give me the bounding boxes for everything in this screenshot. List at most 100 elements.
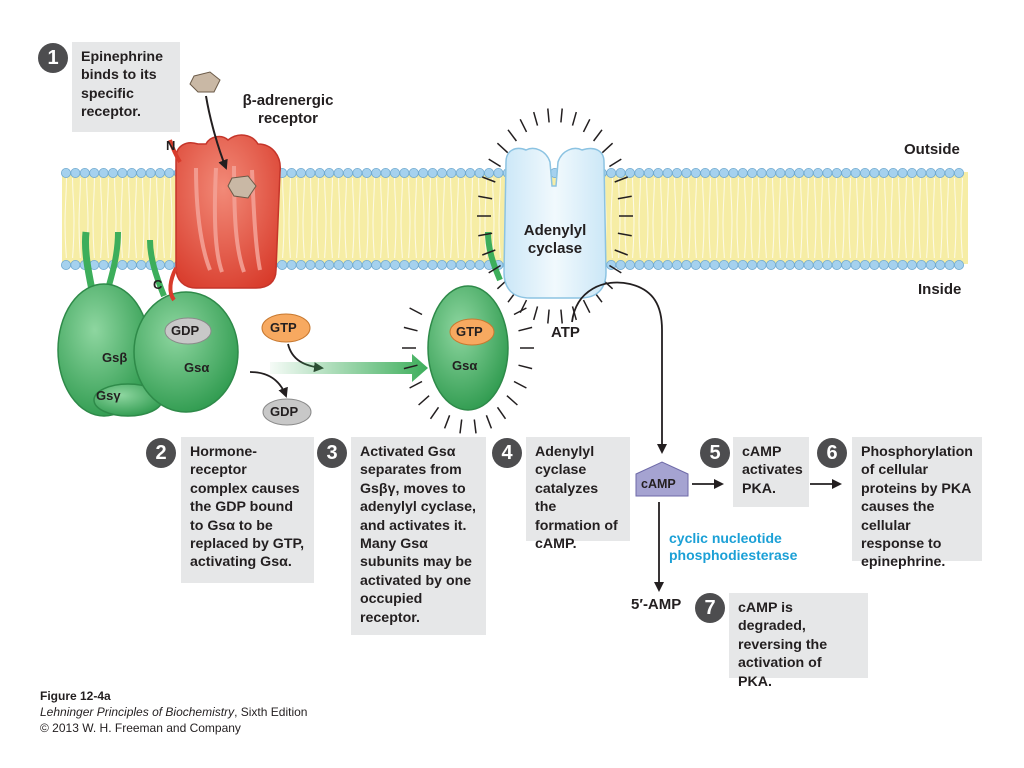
epinephrine-free bbox=[189, 71, 221, 93]
g-beta-label: Gsβ bbox=[102, 350, 128, 365]
step-text-2: Hormone-receptor complex causes the GDP … bbox=[181, 437, 314, 583]
activation-glow-ray bbox=[582, 299, 591, 314]
gdp-bound-badge bbox=[164, 317, 212, 345]
lipid-head bbox=[399, 259, 410, 270]
lipid-head bbox=[295, 167, 306, 178]
activation-glow-ray bbox=[473, 419, 477, 434]
lipid-head bbox=[408, 167, 419, 178]
lipid-head bbox=[446, 167, 457, 178]
lipid-head bbox=[944, 167, 955, 178]
activation-glow-ray bbox=[547, 108, 550, 123]
activation-glow-ray bbox=[482, 249, 496, 256]
lipid-head bbox=[794, 259, 805, 270]
lipid-head bbox=[954, 259, 965, 270]
lipid-head bbox=[681, 167, 692, 178]
lipid-head bbox=[888, 259, 899, 270]
lipid-head bbox=[333, 167, 344, 178]
lipid-head bbox=[662, 167, 673, 178]
lipid-head bbox=[756, 259, 767, 270]
lipid-head bbox=[700, 167, 711, 178]
lipid-head bbox=[860, 259, 871, 270]
lipid-head bbox=[371, 259, 382, 270]
lipid-head bbox=[737, 259, 748, 270]
step-text-7: cAMP is degraded, reversing the activati… bbox=[729, 593, 868, 690]
activation-glow-ray bbox=[485, 415, 493, 429]
activation-glow-ray bbox=[418, 395, 430, 406]
lipid-head bbox=[314, 259, 325, 270]
lipid-head bbox=[719, 259, 730, 270]
lipid-head bbox=[455, 167, 466, 178]
lipid-head bbox=[653, 259, 664, 270]
lipid-head bbox=[813, 167, 824, 178]
gdp-released-badge bbox=[262, 398, 312, 426]
c-terminus-label: C bbox=[153, 277, 163, 292]
atp-conversion-arrow bbox=[571, 281, 667, 454]
activation-glow-ray bbox=[496, 406, 507, 420]
g-alpha-label: Gsα bbox=[184, 360, 210, 375]
lipid-head bbox=[305, 259, 316, 270]
lipid-head bbox=[681, 259, 692, 270]
lipid-head bbox=[399, 167, 410, 178]
step-text-6: Phosphorylation of cellular proteins by … bbox=[852, 437, 982, 570]
lipid-head bbox=[775, 167, 786, 178]
g-gamma-label: Gsγ bbox=[96, 388, 121, 403]
lipid-head bbox=[79, 167, 90, 178]
inside-label: Inside bbox=[918, 281, 962, 298]
receptor-name-label: β-adrenergic receptor bbox=[242, 92, 334, 127]
lipid-head bbox=[98, 167, 109, 178]
book-edition: , Sixth Edition bbox=[234, 705, 308, 719]
activation-glow-ray bbox=[506, 395, 518, 406]
activation-glow-ray bbox=[582, 118, 591, 133]
activation-glow-ray bbox=[403, 326, 418, 332]
lipid-head bbox=[136, 167, 147, 178]
gtp-free-badge bbox=[261, 313, 311, 343]
figure-caption: Figure 12-4a Lehninger Principles of Bio… bbox=[40, 688, 307, 736]
lipid-head bbox=[822, 259, 833, 270]
lipid-head bbox=[126, 167, 137, 178]
phosphodiesterase-label: cyclic nucleotide phosphodiesterase bbox=[669, 530, 798, 563]
lipid-head bbox=[418, 167, 429, 178]
lipid-head bbox=[277, 259, 288, 270]
binding-arrow bbox=[205, 95, 228, 170]
lipid-head bbox=[935, 259, 946, 270]
lipid-head bbox=[371, 167, 382, 178]
activation-glow-ray bbox=[409, 307, 423, 316]
lipid-head bbox=[672, 259, 683, 270]
activation-glow-ray bbox=[478, 232, 493, 237]
g-alpha-active-label: Gsα bbox=[452, 358, 478, 373]
lipid-head bbox=[427, 167, 438, 178]
lipid-head bbox=[690, 167, 701, 178]
activation-glow-ray bbox=[478, 195, 493, 200]
lipid-head bbox=[634, 259, 645, 270]
activation-glow-ray bbox=[482, 176, 496, 183]
lipid-head bbox=[455, 259, 466, 270]
lipid-head bbox=[380, 167, 391, 178]
lipid-head bbox=[324, 259, 335, 270]
activation-glow-ray bbox=[601, 142, 614, 154]
lipid-head bbox=[954, 167, 965, 178]
lipid-head bbox=[653, 167, 664, 178]
lipid-head bbox=[342, 259, 353, 270]
lipid-head bbox=[70, 167, 81, 178]
lipid-head bbox=[907, 167, 918, 178]
activation-glow-ray bbox=[519, 118, 528, 133]
activation-glow-ray bbox=[571, 111, 578, 126]
step-number-4: 4 bbox=[492, 438, 522, 468]
lipid-head bbox=[483, 167, 494, 178]
lipid-head bbox=[389, 259, 400, 270]
lipid-head bbox=[305, 167, 316, 178]
lipid-head bbox=[831, 167, 842, 178]
step-number-5: 5 bbox=[700, 438, 730, 468]
activation-glow-ray bbox=[609, 264, 622, 274]
lipid-head bbox=[164, 259, 175, 270]
lipid-head bbox=[747, 259, 758, 270]
activation-glow-ray bbox=[518, 364, 533, 370]
lipid-head bbox=[737, 167, 748, 178]
lipid-head bbox=[324, 167, 335, 178]
outside-label: Outside bbox=[904, 141, 960, 158]
lipid-head bbox=[803, 167, 814, 178]
lipid-head bbox=[474, 259, 485, 270]
lipid-head bbox=[615, 167, 626, 178]
lipid-head bbox=[70, 259, 81, 270]
